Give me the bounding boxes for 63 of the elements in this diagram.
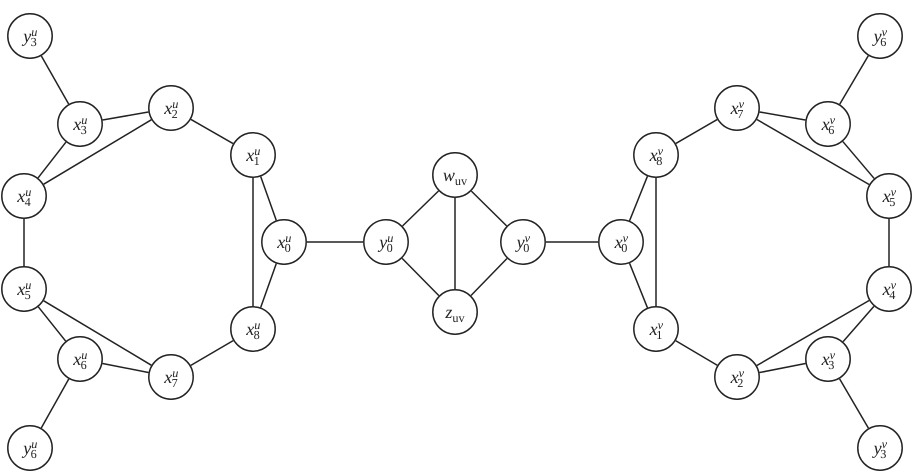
edge-line (40, 56, 70, 104)
vertex-circle (866, 173, 912, 219)
edge-line (838, 378, 870, 429)
edge-line (628, 263, 648, 308)
edge-line (402, 258, 440, 296)
edge-line (756, 300, 870, 366)
edge-line (260, 263, 277, 308)
vertex-circle (57, 101, 103, 147)
edge-line (839, 55, 869, 105)
edge-line (888, 219, 890, 266)
vertex-circle (1, 173, 47, 219)
vertex-circle (805, 336, 851, 382)
vertex-circle (7, 13, 53, 59)
vertex-circle (363, 219, 409, 265)
vertex-circle (230, 132, 276, 178)
edge-line (675, 340, 718, 366)
vertex-circle (1, 266, 47, 312)
edge-line (307, 241, 363, 243)
vertex-circle (261, 219, 307, 265)
vertex-circle (857, 425, 903, 471)
edge-line (470, 190, 508, 226)
edge-line (842, 141, 875, 179)
edge-line (252, 178, 254, 306)
edge-line (43, 300, 152, 366)
edge-line (40, 378, 70, 428)
vertex-circle (7, 425, 53, 471)
vertex-circle (857, 13, 903, 59)
edge-line (842, 306, 874, 342)
edge-line (759, 362, 806, 374)
edge-line (676, 118, 718, 144)
vertex-circle (148, 85, 194, 131)
vertex-circle (432, 152, 478, 198)
edge-line (628, 176, 648, 221)
edge-line (190, 118, 234, 144)
vertex-circle (714, 354, 760, 400)
vertex-label: z$_{uv}$ (445, 303, 465, 321)
edge-line (655, 178, 657, 306)
edge-line (38, 306, 66, 342)
edge-line (190, 340, 234, 366)
edge-line (43, 119, 152, 185)
edge-line (260, 176, 277, 221)
vertex-circle (500, 219, 546, 265)
vertex-circle (633, 132, 679, 178)
edge-line (102, 111, 148, 121)
edge-line (756, 118, 870, 186)
edge-line (760, 111, 806, 121)
vertex-circle (598, 219, 644, 265)
vertex-label: w$_{uv}$ (442, 166, 468, 184)
vertex-circle (714, 85, 760, 131)
edge-line (402, 190, 440, 227)
vertex-circle (57, 336, 103, 382)
vertex-circle (866, 266, 912, 312)
edge-line (38, 142, 66, 178)
vertex-circle (805, 101, 851, 147)
vertex-circle (230, 306, 276, 352)
vertex-circle (432, 289, 478, 335)
edge-line (102, 362, 149, 374)
edge-line (470, 258, 508, 296)
edge-line (546, 241, 598, 243)
vertex-circle (633, 306, 679, 352)
edge-line (454, 198, 456, 289)
edge-line (23, 219, 25, 266)
vertex-circle (148, 354, 194, 400)
